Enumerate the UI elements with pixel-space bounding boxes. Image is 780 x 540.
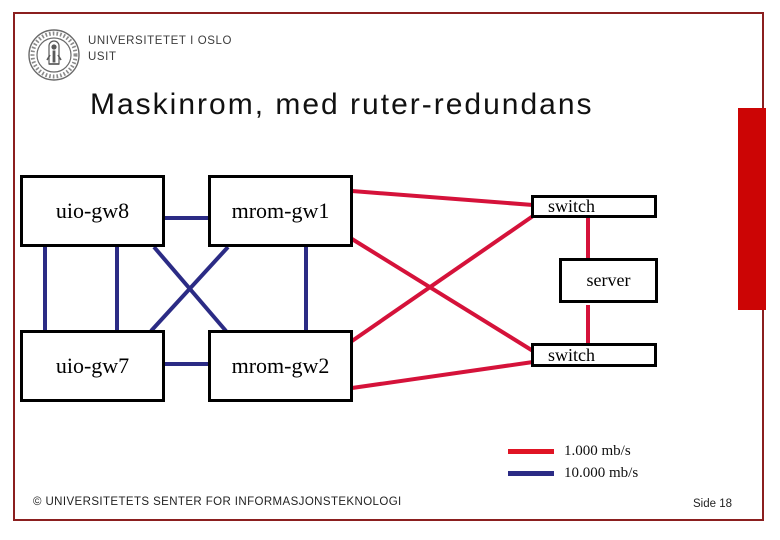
legend-swatch-10000mb-rect — [508, 471, 554, 476]
legend-swatch-10000mb — [508, 471, 554, 476]
node-uio-gw8: uio-gw8 — [20, 175, 165, 247]
legend-label-10000mb: 10.000 mb/s — [564, 465, 639, 481]
link-mromgw2-switchbottom — [351, 360, 534, 390]
org-name: UNIVERSITETET I OSLO — [88, 35, 233, 47]
legend-label-1000mb: 1.000 mb/s — [564, 443, 631, 459]
node-switch-bottom-label: switch — [548, 344, 595, 365]
legend-swatch-1000mb-rect — [508, 449, 554, 454]
node-uio-gw7: uio-gw7 — [20, 330, 165, 402]
node-switch-bottom: switch — [531, 343, 657, 367]
node-mrom-gw1: mrom-gw1 — [208, 175, 353, 247]
link-mromgw1-switchtop — [351, 189, 534, 207]
node-mrom-gw1-label: mrom-gw1 — [231, 198, 330, 223]
node-uio-gw7-label: uio-gw7 — [55, 353, 130, 378]
link-mromgw2-switchtop — [350, 214, 535, 343]
node-uio-gw8-label: uio-gw8 — [55, 198, 130, 223]
node-server: server — [559, 258, 658, 303]
legend-swatch-1000mb — [508, 449, 554, 454]
link-mromgw1-uiogw7 — [149, 245, 230, 333]
node-server-label: server — [586, 270, 631, 290]
footer-page-number: Side 18 — [692, 498, 732, 510]
footer-copyright: © UNIVERSITETETS SENTER FOR INFORMASJONS… — [33, 496, 402, 508]
node-switch-top: switch — [531, 195, 657, 218]
red-accent-bar — [738, 108, 766, 310]
node-mrom-gw2-label: mrom-gw2 — [231, 353, 330, 378]
uio-seal-icon — [28, 29, 80, 81]
link-mromgw1-switchbottom — [350, 237, 535, 353]
slide-title: Maskinrom, med ruter-redundans — [90, 88, 594, 121]
node-switch-top-label: switch — [548, 196, 595, 216]
uio-seal-logo — [26, 27, 82, 88]
org-header: UNIVERSITETET I OSLO USIT — [88, 33, 232, 65]
org-unit: USIT — [88, 51, 117, 63]
node-mrom-gw2: mrom-gw2 — [208, 330, 353, 402]
